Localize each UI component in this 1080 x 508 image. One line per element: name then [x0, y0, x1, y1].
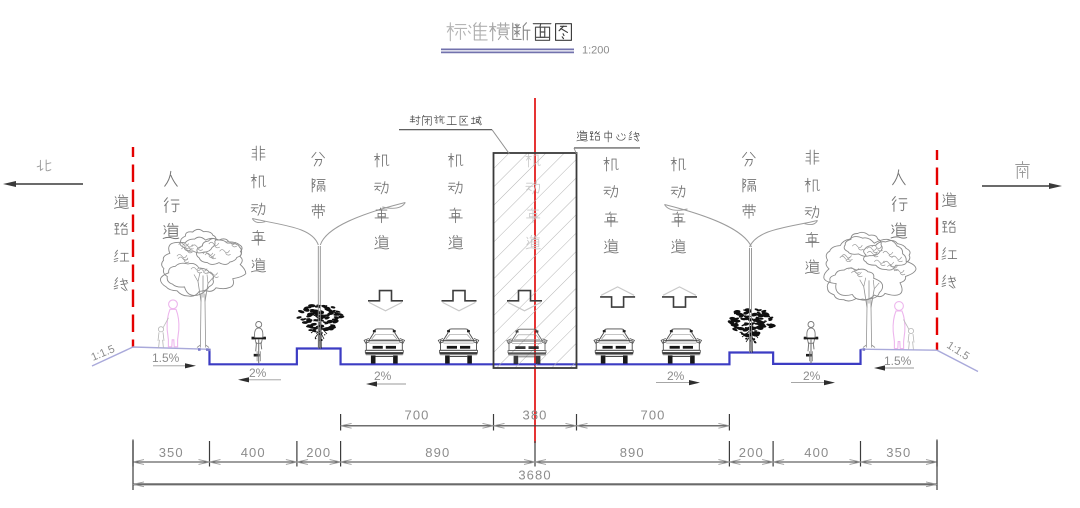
svg-text:1.5%: 1.5% — [152, 351, 180, 365]
svg-text:2%: 2% — [803, 369, 821, 383]
svg-text:350: 350 — [159, 445, 184, 460]
svg-text:700: 700 — [405, 408, 430, 423]
svg-text:700: 700 — [641, 408, 666, 423]
svg-text:2%: 2% — [374, 369, 392, 383]
svg-text:890: 890 — [425, 445, 450, 460]
svg-text:380: 380 — [523, 408, 548, 423]
svg-text:890: 890 — [620, 445, 645, 460]
svg-text:1.5%: 1.5% — [884, 354, 912, 368]
svg-text:200: 200 — [306, 445, 331, 460]
svg-text:1:200: 1:200 — [582, 45, 610, 57]
svg-text:200: 200 — [739, 445, 764, 460]
svg-text:400: 400 — [804, 445, 829, 460]
svg-text:3680: 3680 — [518, 468, 551, 483]
svg-text:2%: 2% — [667, 369, 685, 383]
svg-text:2%: 2% — [249, 366, 267, 380]
svg-text:350: 350 — [886, 445, 911, 460]
svg-text:400: 400 — [241, 445, 266, 460]
